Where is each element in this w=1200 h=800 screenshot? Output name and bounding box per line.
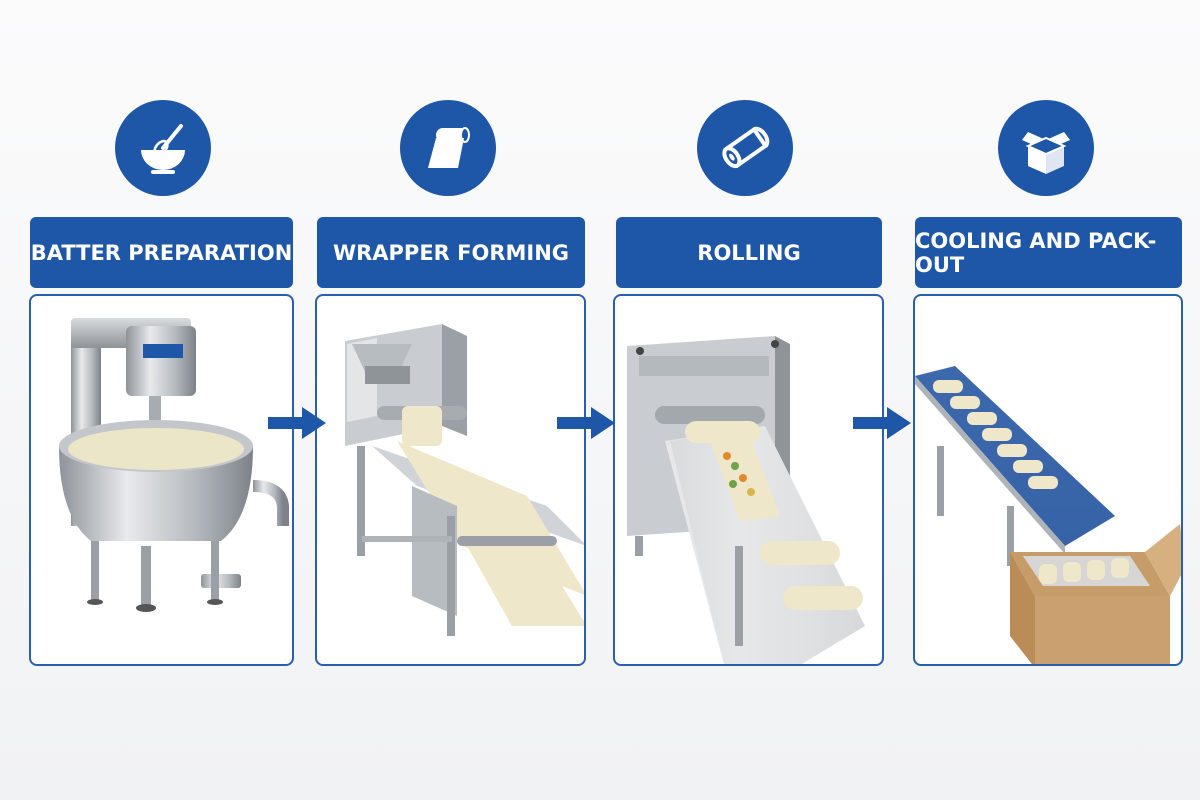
step-title-cooling-and-pack-out: COOLING AND PACK-OUT bbox=[915, 217, 1182, 288]
mixing-bowl-whisk-icon bbox=[115, 100, 211, 196]
flow-arrow-3 bbox=[853, 405, 913, 441]
flow-arrow-1 bbox=[268, 405, 328, 441]
flow-arrow-2 bbox=[557, 405, 617, 441]
box-icon bbox=[998, 100, 1094, 196]
roll-cylinder-icon bbox=[697, 100, 793, 196]
paper-roll-icon bbox=[400, 100, 496, 196]
step-title-wrapper-forming: WRAPPER FORMING bbox=[317, 217, 585, 288]
batter-mixer-illustration bbox=[29, 294, 294, 666]
rolling-machine-illustration bbox=[613, 294, 884, 666]
wrapper-forming-machine-illustration bbox=[315, 294, 586, 666]
step-title-rolling: ROLLING bbox=[616, 217, 882, 288]
cooling-packout-illustration bbox=[913, 294, 1183, 666]
step-title-batter-preparation: BATTER PREPARATION bbox=[30, 217, 293, 288]
